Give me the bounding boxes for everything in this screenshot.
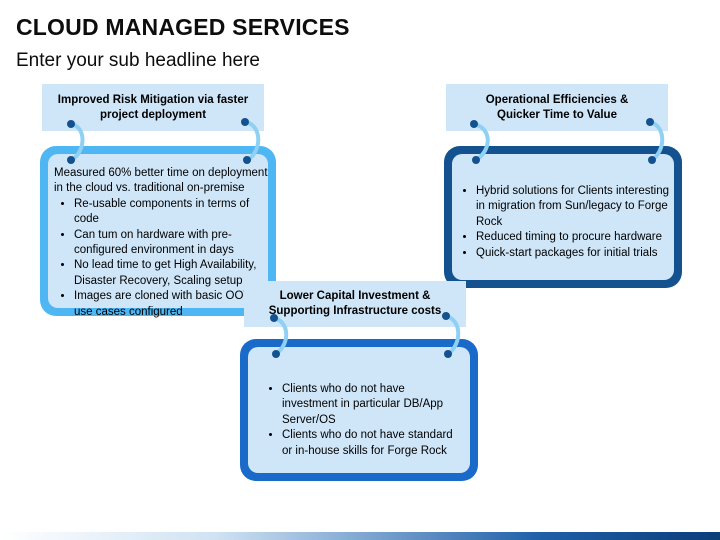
list-item: Quick-start packages for initial trials	[476, 246, 670, 261]
right-panel-bullets: Hybrid solutions for Clients interesting…	[456, 184, 670, 261]
list-item: Hybrid solutions for Clients interesting…	[476, 184, 670, 230]
middle-panel-text: Clients who do not have investment in pa…	[262, 382, 462, 459]
right-panel-card	[444, 146, 682, 288]
page-subtitle: Enter your sub headline here	[16, 50, 260, 71]
list-item: Can tum on hardware with pre-configured …	[74, 228, 268, 259]
middle-panel-bullets: Clients who do not have investment in pa…	[262, 382, 462, 459]
middle-panel-card	[240, 339, 478, 481]
right-panel-label-text: Operational Efficiencies & Quicker Time …	[485, 93, 629, 121]
list-item: Re-usable components in terms of code	[74, 197, 268, 228]
left-panel-text: Measured 60% better time on deployment i…	[54, 166, 268, 320]
page-title: CLOUD MANAGED SERVICES	[16, 14, 350, 40]
right-panel-text: Hybrid solutions for Clients interesting…	[456, 184, 670, 261]
middle-panel-label: Lower Capital Investment & Supporting In…	[244, 281, 466, 327]
right-panel-card-inner	[452, 154, 674, 280]
list-item: Clients who do not have standard or in-h…	[282, 428, 462, 459]
left-panel-intro: Measured 60% better time on deployment i…	[54, 167, 268, 195]
middle-panel-label-text: Lower Capital Investment & Supporting In…	[268, 290, 442, 317]
list-item: Clients who do not have investment in pa…	[282, 382, 462, 428]
list-item: No lead time to get High Availability, D…	[74, 258, 268, 289]
left-panel-card	[40, 146, 276, 316]
left-panel-card-inner	[48, 154, 268, 308]
left-panel-bullets: Re-usable components in terms of code Ca…	[54, 197, 268, 320]
footer-bar	[0, 532, 720, 540]
list-item: Reduced timing to procure hardware	[476, 230, 670, 245]
right-panel-label: Operational Efficiencies & Quicker Time …	[446, 84, 668, 131]
left-panel-label: Improved Risk Mitigation via faster proj…	[42, 84, 264, 131]
middle-panel-card-inner	[248, 347, 470, 473]
list-item: Images are cloned with basic OOTB use ca…	[74, 289, 268, 320]
left-panel-label-text: Improved Risk Mitigation via faster proj…	[57, 93, 249, 121]
